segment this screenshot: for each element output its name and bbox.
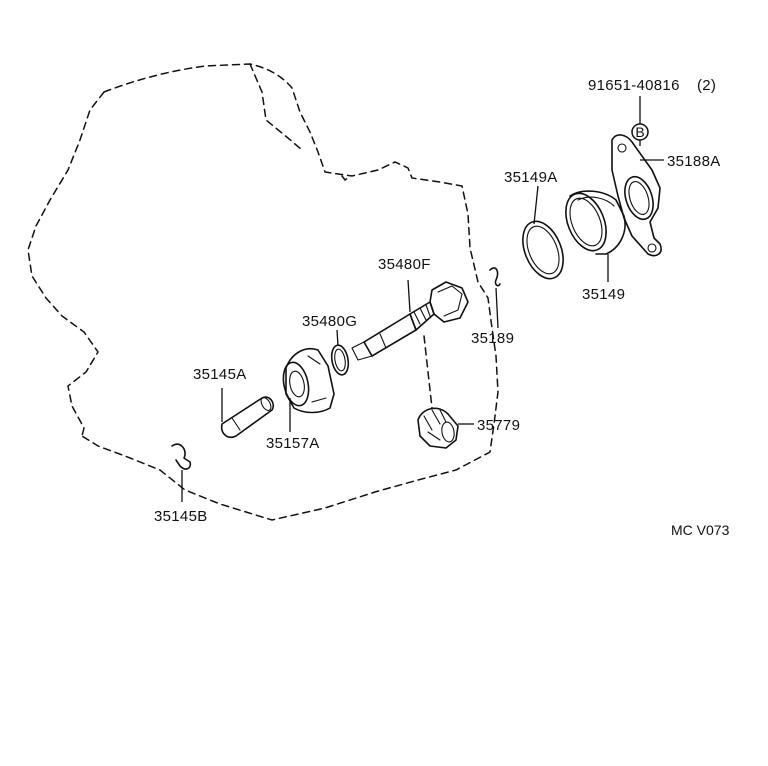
label-35188A: 35188A xyxy=(667,153,721,170)
part-35480G-o-ring xyxy=(330,329,350,376)
part-35189-clip xyxy=(489,267,501,329)
part-35157A-sleeve-housing xyxy=(282,348,335,432)
label-35149: 35149 xyxy=(582,286,625,303)
bolt-symbol-letter: B xyxy=(635,124,644,140)
label-35480F: 35480F xyxy=(378,256,431,273)
label-35145B: 35145B xyxy=(154,508,208,525)
part-35145B-clip xyxy=(171,443,192,502)
label-35189: 35189 xyxy=(471,330,514,347)
label-35157A: 35157A xyxy=(266,435,320,452)
label-91651-qty: (2) xyxy=(697,77,716,94)
diagram-code: MC V073 xyxy=(671,522,730,538)
label-35480G: 35480G xyxy=(302,313,357,330)
transmission-housing-outline xyxy=(27,63,499,521)
part-35149A-o-ring xyxy=(522,185,564,280)
bolt-callout: B xyxy=(631,96,649,146)
part-35188A-retainer-plate xyxy=(611,134,664,257)
part-35145A-sleeve xyxy=(220,388,275,439)
part-35480F-driven-shaft xyxy=(351,279,469,361)
part-35149-sleeve xyxy=(565,190,626,282)
label-35779: 35779 xyxy=(477,417,520,434)
label-91651-40816: 91651-40816 xyxy=(588,77,680,94)
label-35149A: 35149A xyxy=(504,169,558,186)
label-35145A: 35145A xyxy=(193,366,247,383)
part-35779-drive-gear xyxy=(417,335,474,449)
